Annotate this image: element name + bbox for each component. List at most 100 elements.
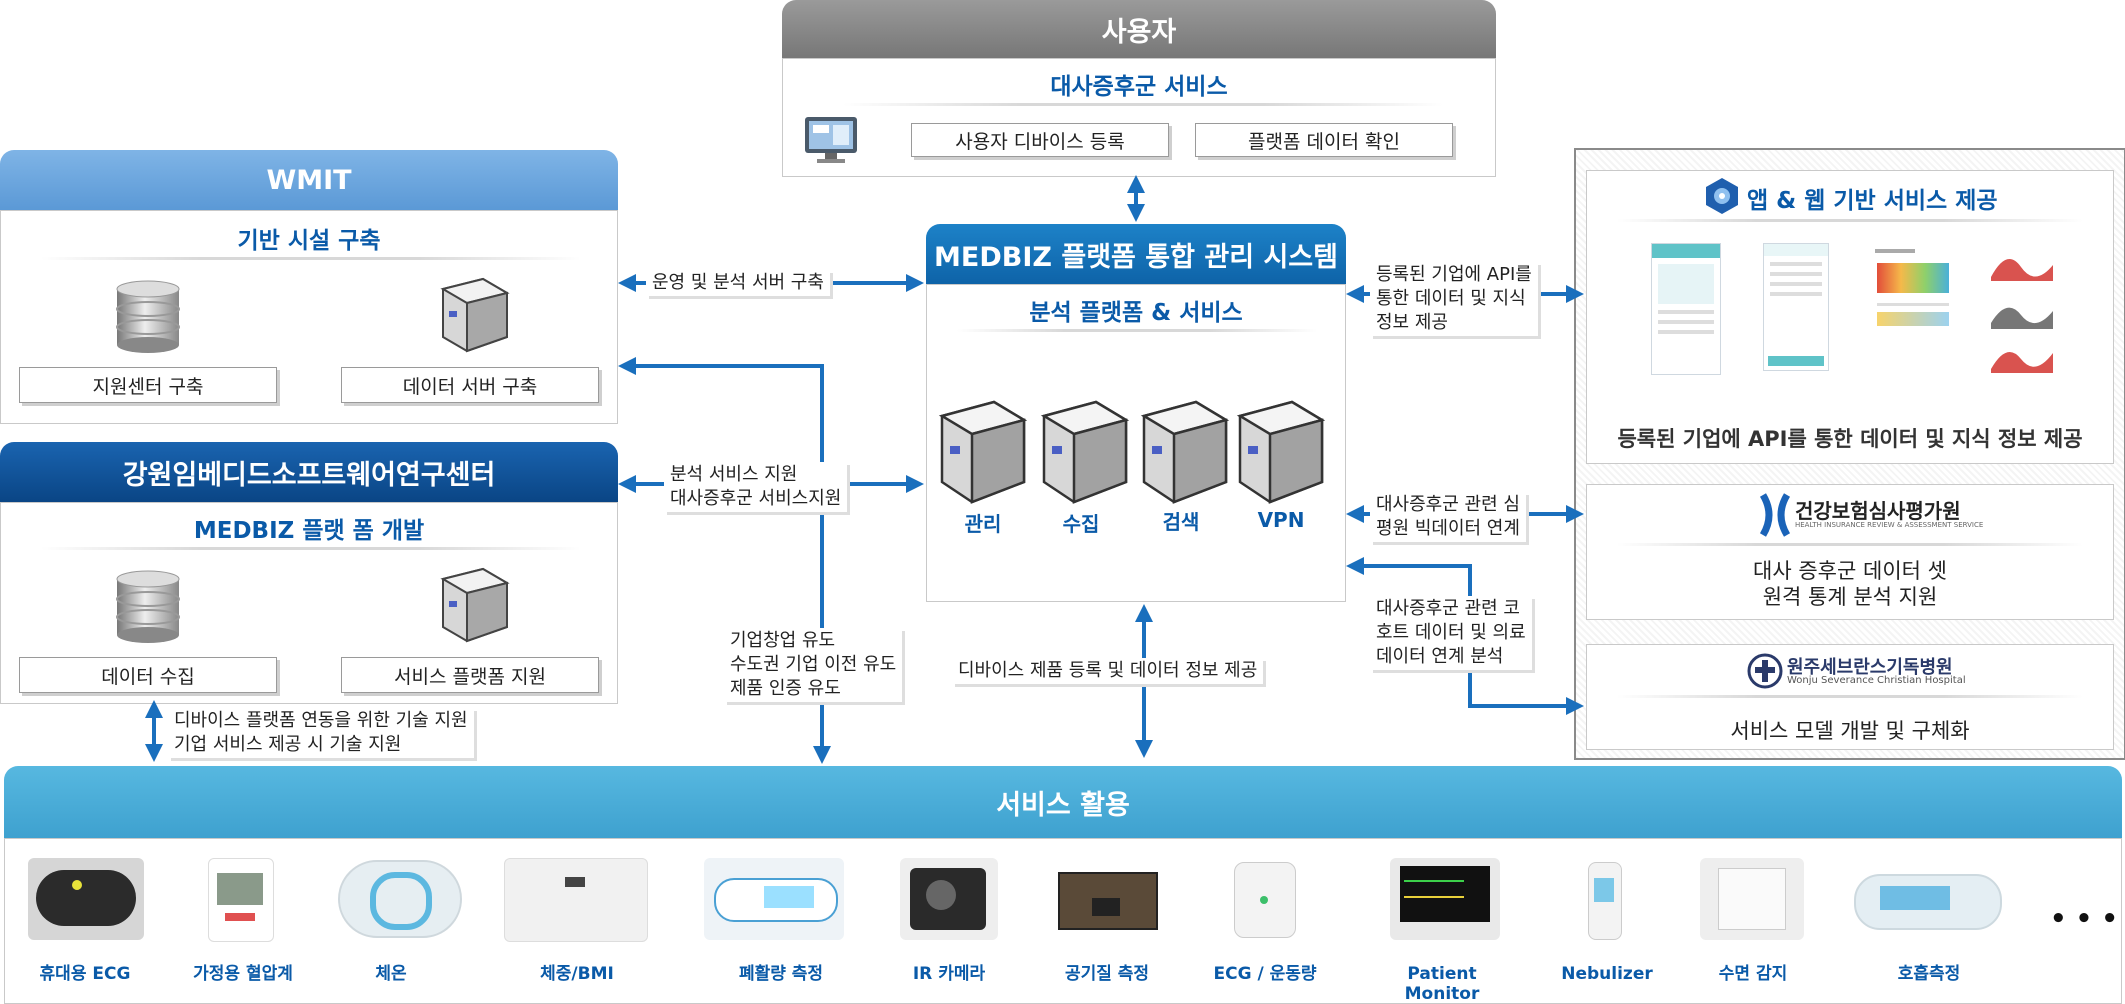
more-ellipsis: • • •	[2050, 904, 2118, 934]
device-image-nebulizer	[1584, 858, 1624, 940]
tech-support-note: 디바이스 플랫폼 연동을 위한 기술 지원 기업 서비스 제공 시 기술 지원	[168, 708, 474, 758]
device-image-ecg-activity	[1230, 858, 1300, 940]
server-icon	[439, 275, 511, 359]
device-register-button[interactable]: 사용자 디바이스 등록	[911, 123, 1169, 157]
device-label: 호흡측정	[1897, 964, 1961, 984]
analysis-line2: 대사증후군 서비스지원	[670, 488, 842, 509]
hira-panel: 건강보험심사평가원 HEALTH INSURANCE REVIEW & ASSE…	[1586, 484, 2114, 620]
wonju-panel: 원주세브란스기독병원 Wonju Severance Christian Hos…	[1586, 644, 2114, 750]
server-icon	[1040, 398, 1130, 510]
app-divider	[1617, 219, 2083, 222]
medbiz-divider	[957, 329, 1317, 332]
app-service-panel: 앱 & 웹 기반 서비스 제공 등록된 기업에 API를 통한 데이터 및 지식…	[1586, 170, 2114, 464]
database-icon	[115, 279, 181, 353]
analysis-line1: 분석 서비스 지원	[670, 464, 798, 485]
device-label: 공기질 측정	[1064, 964, 1150, 984]
user-subtitle: 대사증후군 서비스	[1050, 74, 1228, 100]
wonju-divider	[1617, 695, 2083, 698]
service-header: 서비스 활용	[4, 766, 2122, 838]
hira-name: 건강보험심사평가원	[1795, 499, 1961, 523]
api-note: 등록된 기업에 API를 통한 데이터 및 지식 정보 제공	[1370, 262, 1538, 336]
service-title: 서비스 활용	[996, 789, 1130, 821]
medbiz-header: MEDBIZ 플랫폼 통합 관리 시스템	[926, 224, 1346, 284]
startup-line3: 제품 인증 유도	[730, 678, 841, 699]
server-label-manage: 관리	[964, 512, 1002, 536]
hira-text-line1: 대사 증후군 데이터 셋	[1753, 559, 1947, 583]
device-image-thermometer	[334, 856, 464, 938]
server-icon	[1140, 398, 1230, 510]
device-label: 가정용 혈압계	[193, 964, 293, 984]
database-icon	[115, 569, 181, 643]
service-platform-box: 서비스 플랫폼 지원	[341, 657, 599, 693]
device-image-ir-camera	[900, 858, 998, 940]
wonju-logo-icon	[1747, 653, 1783, 689]
device-image-blood-pressure	[208, 858, 274, 942]
hira-logo-icon	[1759, 493, 1791, 537]
platform-data-check-button[interactable]: 플랫폼 데이터 확인	[1195, 123, 1453, 157]
device-label: 체온	[375, 964, 407, 984]
wmit-divider	[41, 257, 581, 260]
analysis-support-note: 분석 서비스 지원 대사증후군 서비스지원	[664, 462, 848, 512]
server-label-vpn: VPN	[1257, 508, 1305, 532]
device-image-portable-ecg	[28, 858, 144, 940]
device-image-air-quality	[1052, 858, 1162, 940]
ops-server-note: 운영 및 분석 서버 구축	[646, 270, 830, 296]
tech-line2: 기업 서비스 제공 시 기술 지원	[174, 734, 402, 755]
wmit-panel: 기반 시설 구축 지원센터 구축 데이터 서버 구축	[0, 210, 618, 424]
server-icon	[1236, 398, 1326, 510]
data-server-box: 데이터 서버 구축	[341, 367, 599, 403]
user-divider	[843, 103, 1443, 106]
server-icon	[439, 565, 511, 649]
app-logo-icon	[1705, 177, 1739, 215]
tech-line1: 디바이스 플랫폼 연동을 위한 기술 지원	[174, 710, 468, 731]
center-title: 강원임베디드소프트웨어연구센터	[122, 459, 496, 491]
bigdata-note: 대사증후군 관련 심 평원 빅데이터 연계	[1370, 492, 1526, 542]
wonju-text: 서비스 모델 개발 및 구체화	[1730, 719, 1970, 743]
api-line2: 통한 데이터 및 지식	[1376, 288, 1526, 309]
support-center-box: 지원센터 구축	[19, 367, 277, 403]
center-panel: MEDBIZ 플랫 폼 개발 데이터 수집 서비스 플랫폼 지원	[0, 502, 618, 704]
hira-subname: HEALTH INSURANCE REVIEW & ASSESSMENT SER…	[1795, 521, 1984, 529]
cohort-line2: 호트 데이터 및 의료	[1376, 622, 1526, 643]
user-header: 사용자	[782, 0, 1496, 58]
user-title: 사용자	[1101, 16, 1177, 48]
center-subtitle: MEDBIZ 플랫 폼 개발	[193, 518, 425, 544]
wonju-name: 원주세브란스기독병원	[1787, 657, 1953, 678]
device-label: 수면 감지	[1718, 964, 1788, 984]
server-label-search: 검색	[1162, 510, 1200, 534]
device-image-sleep-sensor	[1700, 858, 1804, 940]
device-label: 체중/BMI	[540, 964, 614, 984]
wonju-subname: Wonju Severance Christian Hospital	[1787, 675, 1966, 686]
device-label: ECG / 운동량	[1213, 964, 1317, 984]
data-collection-box: 데이터 수집	[19, 657, 277, 693]
medbiz-subtitle: 분석 플랫폼 & 서비스	[1029, 300, 1243, 326]
wmit-subtitle: 기반 시설 구축	[237, 228, 381, 254]
device-label: Patient Monitor	[1404, 964, 1480, 1004]
device-image-patient-monitor	[1390, 858, 1500, 940]
wmit-header: WMIT	[0, 150, 618, 210]
device-register-note: 디바이스 제품 등록 및 데이터 정보 제공	[952, 658, 1264, 684]
monitor-icon	[803, 115, 859, 165]
device-register-text: 디바이스 제품 등록 및 데이터 정보 제공	[958, 660, 1258, 681]
device-image-spirometer	[704, 858, 844, 940]
bigdata-line2: 평원 빅데이터 연계	[1376, 518, 1520, 539]
api-line1: 등록된 기업에 API를	[1376, 264, 1532, 285]
app-screenshot-1	[1651, 243, 1721, 375]
medbiz-title: MEDBIZ 플랫폼 통합 관리 시스템	[934, 241, 1338, 273]
device-label: 휴대용 ECG	[39, 964, 131, 984]
app-screenshot-2	[1763, 243, 1829, 371]
device-image-respiration	[1850, 858, 2006, 940]
wmit-title: WMIT	[266, 164, 352, 196]
device-label: Nebulizer	[1561, 964, 1653, 984]
center-header: 강원임베디드소프트웨어연구센터	[0, 442, 618, 502]
device-image-scale	[504, 858, 648, 942]
center-divider	[41, 547, 581, 550]
hira-text-line2: 원격 통계 분석 지원	[1762, 585, 1938, 609]
hira-divider	[1617, 543, 2083, 546]
app-screenshot-4	[1987, 237, 2057, 377]
startup-line2: 수도권 기업 이전 유도	[730, 654, 897, 675]
ops-server-text: 운영 및 분석 서버 구축	[652, 272, 824, 293]
device-label: 폐활량 측정	[738, 964, 824, 984]
user-panel: 대사증후군 서비스 사용자 디바이스 등록 플랫폼 데이터 확인	[782, 58, 1496, 177]
